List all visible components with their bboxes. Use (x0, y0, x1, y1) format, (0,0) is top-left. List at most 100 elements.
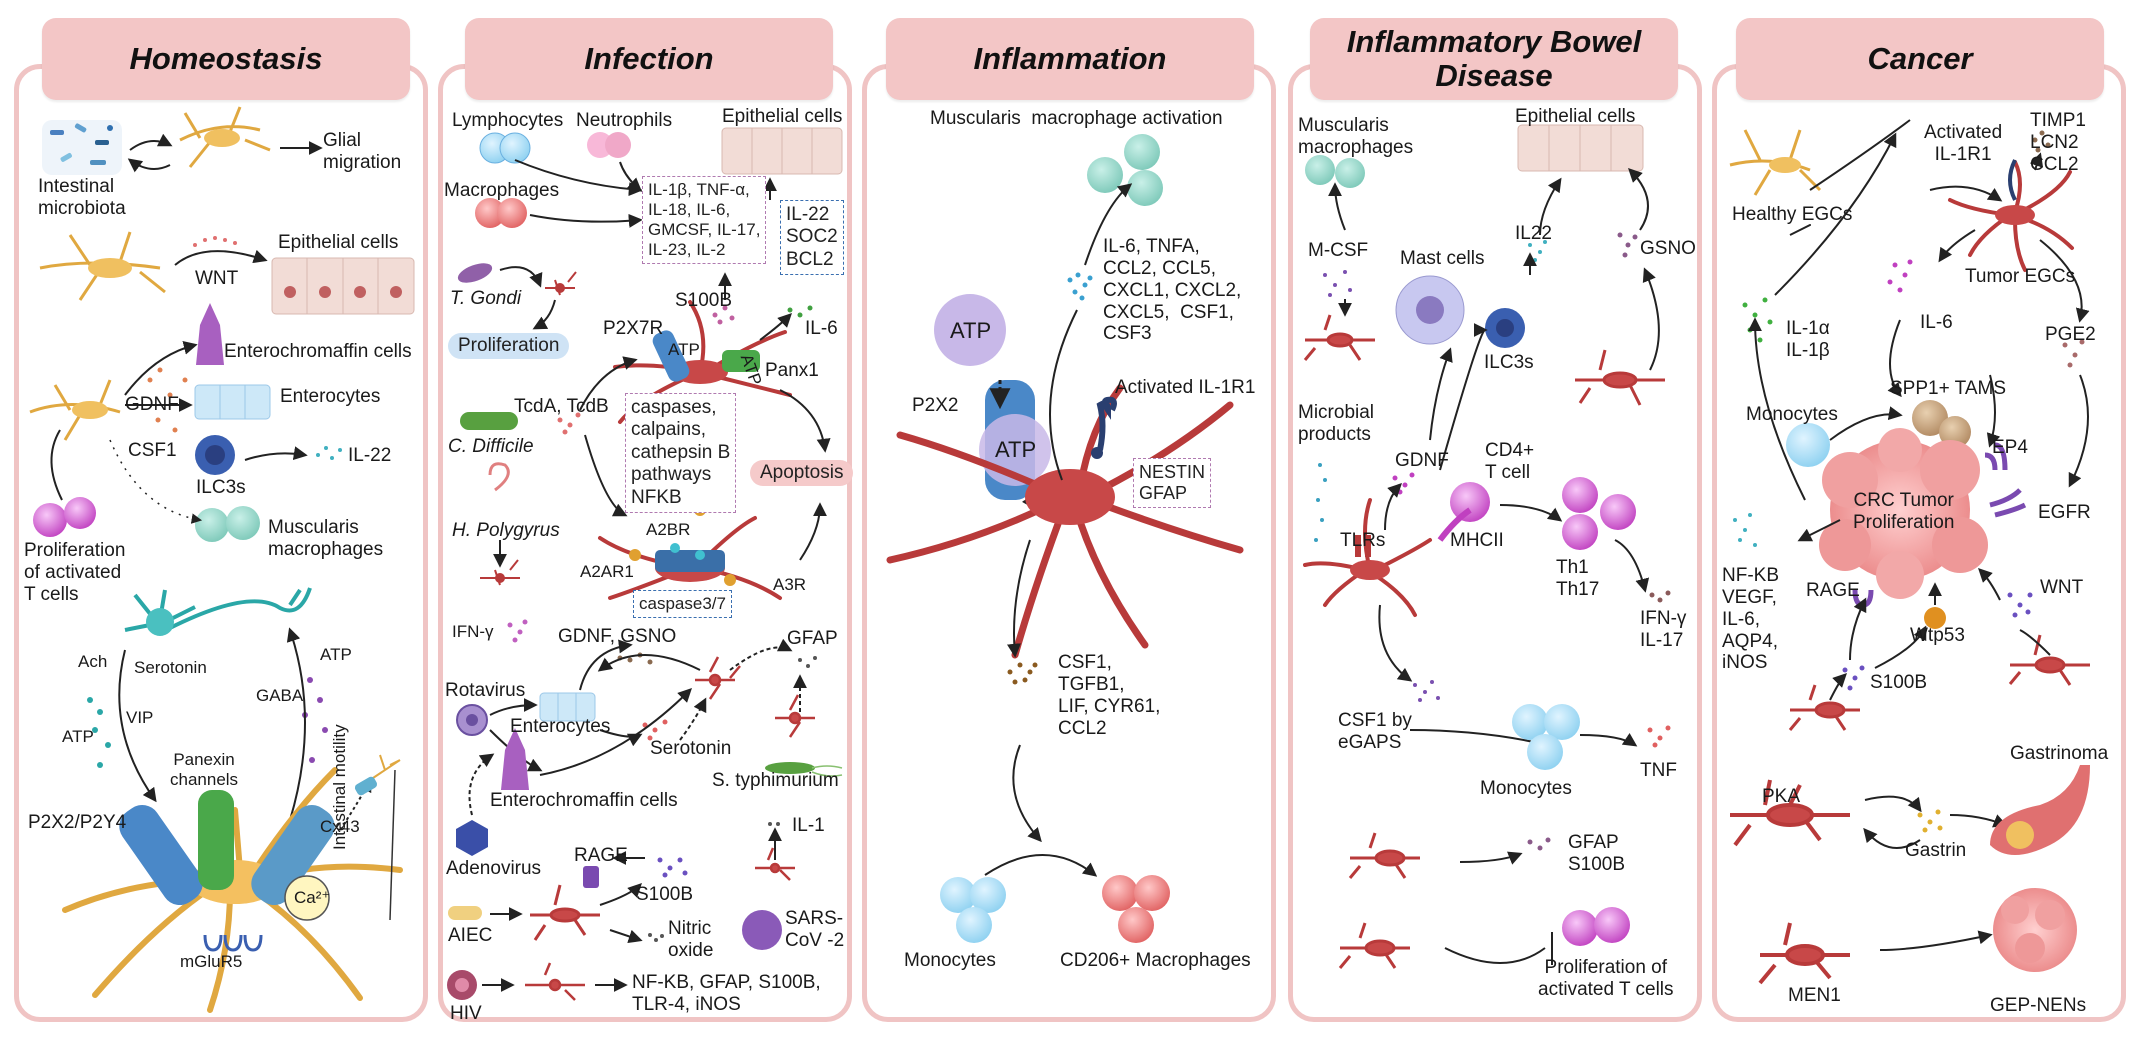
label-rage: RAGE (574, 845, 628, 866)
label-il-6: IL-6 (805, 318, 838, 339)
caspase37-box: caspase3/7 (633, 590, 732, 619)
enterocytes-icon (539, 692, 596, 722)
label-healthy-egcs: Healthy EGCs (1732, 204, 1853, 225)
label-a2ar1: A2AR1 (580, 562, 634, 581)
label-microbial-products: Microbial products (1298, 402, 1375, 445)
label-intestinal-motility: Intestinal motility (330, 724, 349, 850)
il22-list-box: IL-22 SOC2 BCL2 (780, 200, 844, 276)
enteric-glial-cell-icon (886, 384, 1244, 659)
label-epithelial-cells: Epithelial cells (722, 106, 843, 127)
label-panx1: Panx1 (765, 360, 819, 381)
label-men1: MEN1 (1788, 985, 1841, 1006)
label-wtp53: Wtp53 (1910, 625, 1965, 646)
label-aiec: AIEC (448, 925, 493, 946)
monocyte-icon (940, 877, 976, 913)
label-glial-migration: Glial migration (323, 130, 402, 173)
tumor-egc-icon (1948, 160, 2074, 272)
label-m-csf: M-CSF (1308, 240, 1369, 261)
label-cd4-t-cell: CD4+ T cell (1485, 440, 1535, 483)
atp-molecule-icon (934, 294, 1006, 366)
label-csf1: CSF1 (128, 440, 177, 461)
il-1r1-receptor-icon (2008, 159, 2017, 201)
neutrophil-icon (587, 132, 613, 158)
p2x7r-receptor-icon (652, 330, 690, 382)
label-p2x2-p2y4: P2X2/P2Y4 (28, 812, 127, 833)
label-gdnf: GDNF (125, 394, 179, 415)
label-atp-mid: ATP (995, 437, 1037, 462)
adenovirus-icon (456, 820, 488, 856)
label-panexin-channels: Panexin channels (170, 750, 239, 789)
label-muscularis-macrophages: Muscularis macrophages (1298, 115, 1414, 158)
label-gfap: GFAP (787, 628, 838, 649)
enteric-glial-cell-icon (1303, 498, 1432, 617)
label-crc-tumor: CRC Tumor Proliferation (1853, 490, 1955, 533)
label-monocytes: Monocytes (1480, 778, 1572, 799)
macrophage-icon (1087, 157, 1123, 193)
label-rage: RAGE (1806, 580, 1860, 601)
label-epithelial-cells: Epithelial cells (278, 232, 399, 253)
label-gdnf-gsno: GDNF, GSNO (558, 626, 677, 647)
egfr-receptor-icon (1989, 488, 2027, 518)
enterochromaffin-cell-icon (196, 303, 224, 365)
t-gondii-icon (457, 263, 493, 283)
label-serotonin: Serotonin (134, 658, 207, 677)
ibd-illustration (1303, 124, 1671, 969)
label-tumor-egcs: Tumor EGCs (1965, 266, 2076, 287)
label-calcium: Ca²⁺ (294, 888, 331, 907)
label-c-difficile: C. Difficile (448, 436, 534, 457)
label-p2x7r: P2X7R (603, 318, 664, 339)
panexin-channel-icon (198, 790, 234, 890)
label-tlrs: TLRs (1340, 530, 1386, 551)
cd4-t-cell-icon (1450, 482, 1490, 522)
label-a3r: A3R (773, 575, 807, 594)
label-activated-il-1r1: Activated IL-1R1 (1924, 122, 2003, 165)
label-atp-left: ATP (62, 727, 94, 746)
label-s100b: S100B (1870, 672, 1928, 693)
cytokine-list-box: IL-1β, TNF-α, IL-18, IL-6, GMCSF, IL-17,… (642, 176, 767, 265)
epithelial-cells-icon (271, 257, 415, 315)
c-difficile-icon (460, 412, 518, 430)
label-cx43: Cx43 (320, 817, 360, 836)
label-proliferation-t-cells: Proliferation of activated T cells (24, 540, 126, 605)
label-serotonin: Serotonin (650, 738, 732, 759)
label-mglur5: mGluR5 (180, 952, 243, 971)
label-ifn-il17: IFN-γ IL-17 (1640, 608, 1687, 651)
label-enterochromaffin-cells: Enterochromaffin cells (490, 790, 678, 811)
gep-nen-icon (1993, 888, 2077, 972)
monocyte-icon (1512, 704, 1548, 740)
label-nf-kb-list: NF-KB VEGF, IL-6, AQP4, iNOS (1722, 565, 1779, 674)
epithelial-cells-icon (1517, 124, 1644, 172)
label-cd206-macrophages: CD206+ Macrophages (1060, 950, 1251, 971)
label-p2x2: P2X2 (912, 395, 959, 416)
label-gsno: GSNO (1640, 238, 1696, 259)
caspases-box: caspases, calpains, cathepsin B pathways… (625, 393, 737, 514)
label-s-typhimurium: S. typhimurium (712, 770, 839, 791)
h-polygyrus-icon (488, 462, 510, 492)
s-typhimurium-icon (765, 762, 815, 774)
label-monocytes: Monocytes (1746, 404, 1838, 425)
label-cytokine-list: IL-6, TNFA, CCL2, CCL5, CXCL1, CXCL2, CX… (1103, 236, 1242, 345)
label-vip: VIP (126, 708, 154, 727)
label-gep-nens: GEP-NENs (1990, 995, 2087, 1016)
label-ep4: EP4 (1992, 437, 2028, 458)
label-tnf: TNF (1640, 760, 1677, 781)
title-infection: Infection (465, 18, 833, 100)
label-egfr: EGFR (2038, 502, 2091, 523)
label-atp-a: ATP (668, 340, 700, 359)
label-lymphocytes: Lymphocytes (452, 110, 564, 131)
label-nitric-oxide: Nitric oxide (668, 918, 714, 961)
label-il22: IL22 (1515, 223, 1552, 244)
label-macrophage-activation: Muscularis macrophage activation (930, 108, 1223, 129)
label-tcda-tcdb: TcdA, TcdB (514, 396, 609, 417)
microbiota-icon (42, 120, 122, 175)
label-ifn-gamma: IFN-γ (452, 622, 494, 641)
label-mhcii: MHCII (1450, 530, 1504, 551)
label-th1-th17: Th1 Th17 (1556, 557, 1600, 600)
monocyte-icon (1786, 423, 1830, 467)
label-activated-il-1r1: Activated IL-1R1 (1115, 377, 1256, 398)
label-s100b-low: S100B (636, 884, 694, 905)
label-spp1-tams: SPP1+ TAMS (1890, 378, 2006, 399)
macrophage-icon (1305, 155, 1335, 185)
label-enterocytes: Enterocytes (510, 716, 611, 737)
